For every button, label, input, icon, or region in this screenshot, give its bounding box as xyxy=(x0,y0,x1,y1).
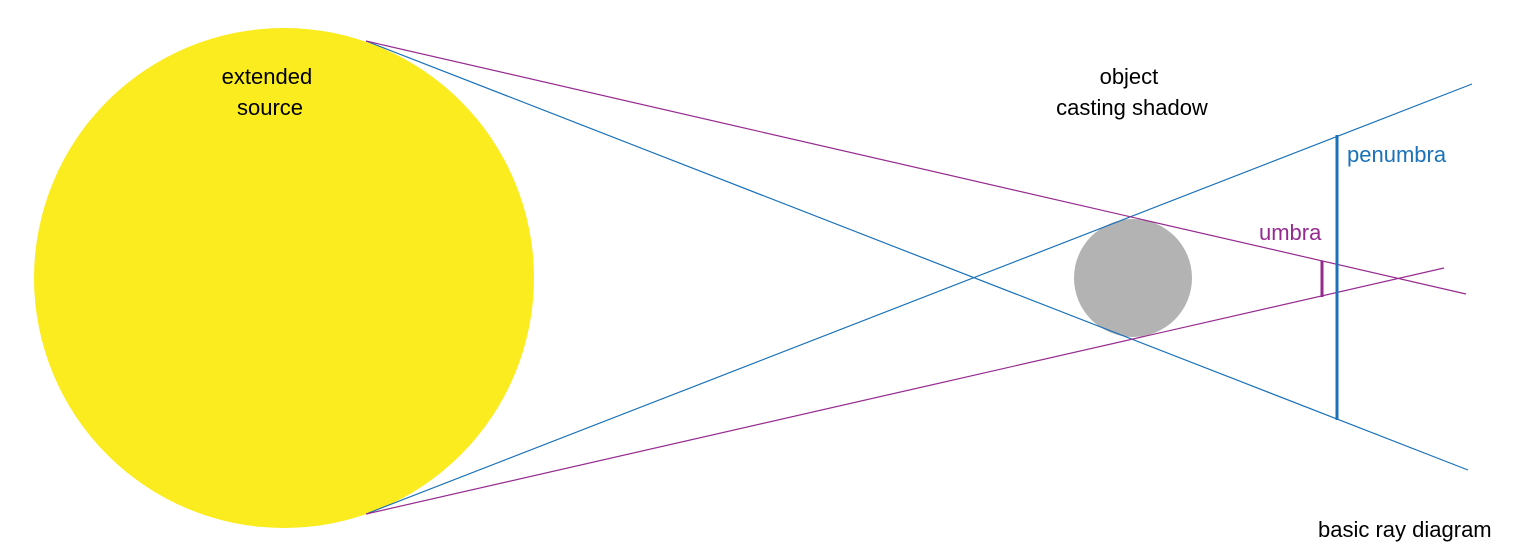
umbra-ray-upper xyxy=(365,40,1467,295)
extended-source-disc xyxy=(34,28,534,528)
source-label-line-1: extended xyxy=(222,64,313,89)
penumbra-ray-lower-source xyxy=(365,83,1473,515)
object-label-line-1: object xyxy=(1100,64,1159,89)
diagram-caption: basic ray diagram xyxy=(1318,517,1492,542)
umbra-ray-lower xyxy=(365,267,1445,515)
umbra-label: umbra xyxy=(1259,220,1322,245)
object-disc xyxy=(1074,219,1192,337)
object-label-line-2: casting shadow xyxy=(1056,95,1208,120)
source-label-line-2: source xyxy=(237,95,303,120)
source-label: extended source xyxy=(222,64,319,120)
object-label: object casting shadow xyxy=(1056,64,1208,120)
penumbra-label: penumbra xyxy=(1347,142,1447,167)
penumbra-ray-upper-source xyxy=(365,40,1469,471)
